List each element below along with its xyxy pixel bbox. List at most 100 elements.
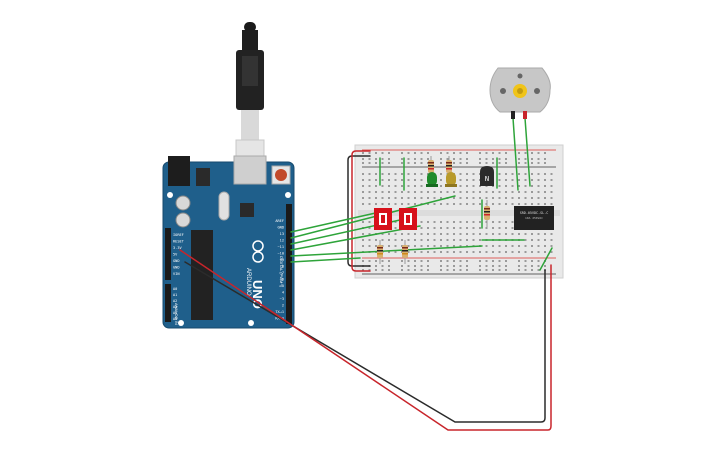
- breadboard-hole[interactable]: [440, 152, 442, 154]
- breadboard-hole[interactable]: [381, 239, 384, 241]
- breadboard-hole[interactable]: [362, 269, 364, 271]
- breadboard-hole[interactable]: [375, 269, 377, 271]
- breadboard-hole[interactable]: [427, 269, 429, 271]
- breadboard-hole[interactable]: [544, 185, 546, 187]
- breadboard-hole[interactable]: [466, 221, 468, 223]
- breadboard-hole[interactable]: [531, 152, 533, 154]
- breadboard-hole[interactable]: [518, 233, 520, 235]
- breadboard-hole[interactable]: [531, 191, 533, 193]
- breadboard-hole[interactable]: [440, 245, 442, 247]
- breadboard-hole[interactable]: [466, 179, 468, 181]
- breadboard-hole[interactable]: [466, 227, 468, 229]
- breadboard-hole[interactable]: [544, 251, 546, 253]
- breadboard-hole[interactable]: [453, 265, 455, 267]
- breadboard-hole[interactable]: [407, 265, 410, 267]
- breadboard-hole[interactable]: [550, 245, 553, 247]
- breadboard-hole[interactable]: [368, 185, 371, 187]
- breadboard-hole[interactable]: [375, 239, 377, 241]
- breadboard-hole[interactable]: [518, 158, 520, 160]
- breadboard-hole[interactable]: [466, 152, 468, 154]
- breadboard-hole[interactable]: [453, 152, 455, 154]
- resistor-transistor-base[interactable]: [484, 200, 490, 228]
- breadboard-hole[interactable]: [524, 265, 527, 267]
- breadboard-hole[interactable]: [459, 233, 462, 235]
- breadboard-hole[interactable]: [524, 245, 527, 247]
- breadboard-hole[interactable]: [401, 265, 403, 267]
- breadboard-hole[interactable]: [388, 203, 390, 205]
- breadboard-hole[interactable]: [453, 260, 455, 262]
- breadboard-hole[interactable]: [446, 203, 449, 205]
- breadboard-hole[interactable]: [459, 162, 462, 164]
- breadboard-hole[interactable]: [414, 245, 416, 247]
- breadboard-hole[interactable]: [388, 239, 390, 241]
- resistor-led-green[interactable]: [428, 156, 434, 178]
- breadboard-hole[interactable]: [498, 245, 501, 247]
- breadboard-hole[interactable]: [485, 233, 488, 235]
- breadboard-hole[interactable]: [407, 173, 410, 175]
- breadboard-hole[interactable]: [401, 179, 403, 181]
- breadboard-hole[interactable]: [531, 251, 533, 253]
- breadboard-hole[interactable]: [531, 158, 533, 160]
- breadboard-hole[interactable]: [420, 191, 423, 193]
- breadboard-hole[interactable]: [511, 221, 514, 223]
- relay-module[interactable]: SRD-05VDC-SL-C 10A 250VAC: [514, 206, 554, 230]
- breadboard-hole[interactable]: [388, 173, 390, 175]
- breadboard-hole[interactable]: [459, 203, 462, 205]
- wire-5v-red[interactable]: [179, 249, 552, 431]
- breadboard-hole[interactable]: [427, 203, 429, 205]
- breadboard-hole[interactable]: [453, 251, 455, 253]
- breadboard-hole[interactable]: [466, 173, 468, 175]
- breadboard-hole[interactable]: [485, 245, 488, 247]
- breadboard-hole[interactable]: [466, 239, 468, 241]
- breadboard-hole[interactable]: [414, 239, 416, 241]
- led-yellow[interactable]: [445, 172, 457, 187]
- breadboard-hole[interactable]: [537, 260, 540, 262]
- breadboard-hole[interactable]: [368, 233, 371, 235]
- breadboard-hole[interactable]: [472, 239, 475, 241]
- resistor-button-1[interactable]: [377, 240, 383, 264]
- breadboard-hole[interactable]: [381, 179, 384, 181]
- breadboard-hole[interactable]: [498, 227, 501, 229]
- breadboard-hole[interactable]: [498, 162, 501, 164]
- breadboard-hole[interactable]: [433, 251, 436, 253]
- breadboard-hole[interactable]: [388, 233, 390, 235]
- breadboard-hole[interactable]: [537, 269, 540, 271]
- breadboard-hole[interactable]: [531, 197, 533, 199]
- breadboard-hole[interactable]: [414, 185, 416, 187]
- breadboard-hole[interactable]: [433, 227, 436, 229]
- breadboard-hole[interactable]: [492, 227, 494, 229]
- breadboard-hole[interactable]: [453, 227, 455, 229]
- breadboard-hole[interactable]: [427, 197, 429, 199]
- breadboard-hole[interactable]: [362, 179, 364, 181]
- breadboard-hole[interactable]: [479, 203, 481, 205]
- breadboard-hole[interactable]: [485, 197, 488, 199]
- wire-rail-red-left[interactable]: [351, 150, 371, 272]
- breadboard-hole[interactable]: [388, 191, 390, 193]
- breadboard-hole[interactable]: [524, 179, 527, 181]
- breadboard-hole[interactable]: [414, 203, 416, 205]
- breadboard-hole[interactable]: [420, 239, 423, 241]
- breadboard-hole[interactable]: [479, 269, 481, 271]
- breadboard-hole[interactable]: [537, 265, 540, 267]
- breadboard-hole[interactable]: [505, 158, 507, 160]
- breadboard-hole[interactable]: [401, 197, 403, 199]
- breadboard-hole[interactable]: [472, 179, 475, 181]
- breadboard-hole[interactable]: [537, 162, 540, 164]
- breadboard-hole[interactable]: [446, 191, 449, 193]
- breadboard-hole[interactable]: [472, 197, 475, 199]
- breadboard-hole[interactable]: [518, 203, 520, 205]
- breadboard-hole[interactable]: [466, 251, 468, 253]
- breadboard-hole[interactable]: [459, 251, 462, 253]
- breadboard-hole[interactable]: [407, 233, 410, 235]
- breadboard-hole[interactable]: [537, 233, 540, 235]
- breadboard-hole[interactable]: [505, 173, 507, 175]
- breadboard-hole[interactable]: [466, 185, 468, 187]
- breadboard-hole[interactable]: [368, 173, 371, 175]
- breadboard-hole[interactable]: [544, 173, 546, 175]
- breadboard-hole[interactable]: [433, 233, 436, 235]
- wire-green-signal[interactable]: [290, 225, 421, 251]
- breadboard-hole[interactable]: [362, 173, 364, 175]
- led-green[interactable]: [426, 172, 438, 187]
- breadboard-hole[interactable]: [381, 185, 384, 187]
- breadboard-hole[interactable]: [459, 197, 462, 199]
